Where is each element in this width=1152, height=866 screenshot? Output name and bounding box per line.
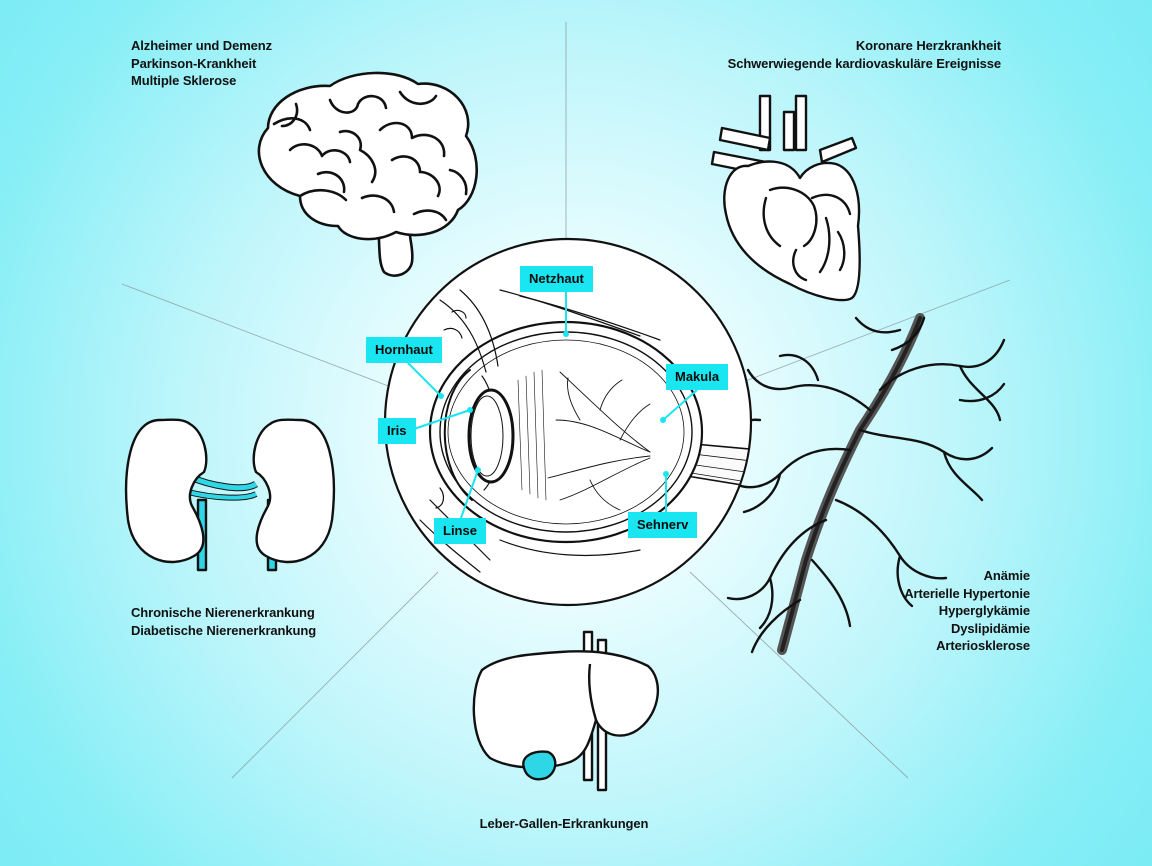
vessel-condition-3: Hyperglykämie (938, 603, 1030, 618)
callout-leaders (407, 292, 698, 519)
kidney-condition-1: Chronische Nierenerkrankung (131, 605, 315, 620)
callout-makula: Makula (666, 364, 729, 390)
brain-conditions: Alzheimer und Demenz Parkinson-Krankheit… (131, 37, 272, 90)
brain-condition-2: Parkinson-Krankheit (131, 55, 257, 71)
vessel-conditions: Anämie Arterielle Hypertonie Hyperglykäm… (904, 567, 1030, 655)
kidney-conditions: Chronische Nierenerkrankung Diabetische … (131, 604, 316, 639)
callout-hornhaut: Hornhaut (366, 337, 442, 363)
callout-iris: Iris (378, 418, 416, 444)
heart-condition-2: Schwerwiegende kardiovaskuläre Ereigniss… (727, 55, 1001, 71)
callout-dots (438, 331, 669, 477)
sector-dividers (121, 22, 1011, 779)
brain-condition-1: Alzheimer und Demenz (131, 38, 273, 53)
eye-illustration (419, 289, 750, 573)
liver-conditions: Leber-Gallen-Erkrankungen (430, 815, 698, 833)
callout-netzhaut: Netzhaut (520, 266, 593, 292)
liver-condition-1: Leber-Gallen-Erkrankungen (479, 816, 649, 831)
heart-conditions: Koronare Herzkrankheit Schwerwiegende ka… (728, 37, 1001, 72)
heart-illustration (710, 94, 861, 302)
heart-condition-1: Koronare Herzkrankheit (855, 38, 1001, 53)
brain-condition-3: Multiple Sklerose (131, 73, 237, 88)
kidneys-illustration (125, 418, 335, 572)
vessels-illustration (726, 313, 1006, 655)
brain-illustration (257, 71, 479, 277)
kidney-condition-2: Diabetische Nierenerkrankung (131, 622, 317, 638)
vessel-condition-2: Arterielle Hypertonie (904, 585, 1030, 601)
callout-sehnerv: Sehnerv (628, 512, 698, 538)
vessel-condition-4: Dyslipidämie (951, 620, 1030, 636)
liver-illustration (472, 630, 660, 792)
vessel-condition-5: Arteriosklerose (936, 638, 1030, 653)
callout-linse: Linse (434, 518, 486, 544)
vessel-condition-1: Anämie (983, 568, 1030, 583)
